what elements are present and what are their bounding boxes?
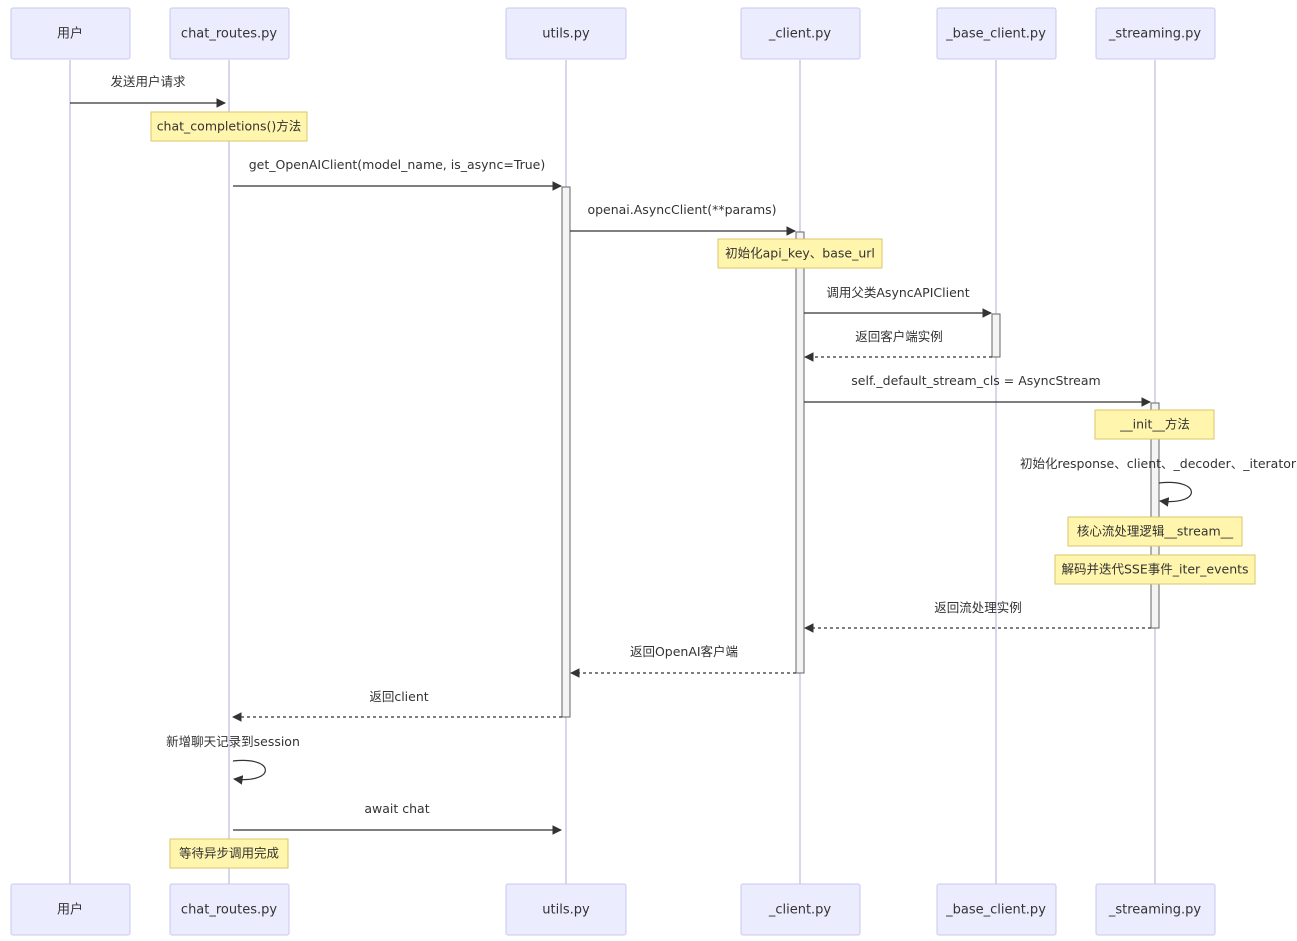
note-init-api-key: 初始化api_key、base_url	[717, 238, 883, 269]
message-add-chat-record-self: 新增聊天记录到session	[166, 734, 300, 785]
note-chat-completions-label: chat_completions()方法	[157, 119, 302, 134]
activation-utils	[561, 186, 571, 718]
message-async-client: openai.AsyncClient(**params)	[570, 202, 796, 236]
note-await-complete: 等待异步调用完成	[169, 838, 289, 869]
participant-client-bottom: _client.py	[740, 883, 861, 936]
message-return-client-label: 返回client	[369, 689, 428, 704]
participant-streaming-bottom: _streaming.py	[1095, 883, 1216, 936]
participant-user-bottom-label: 用户	[57, 902, 83, 918]
participant-chat-routes-bottom: chat_routes.py	[169, 883, 290, 936]
participant-user-bottom: 用户	[10, 883, 131, 936]
participant-streaming-bottom-label: _streaming.py	[1108, 903, 1202, 918]
message-init-streaming-self-arrow	[1158, 481, 1192, 507]
message-return-client-instance-label: 返回客户端实例	[855, 329, 943, 344]
note-init-api-key-label: 初始化api_key、base_url	[725, 246, 875, 261]
message-send-request-label: 发送用户请求	[110, 74, 186, 89]
participant-user-label: 用户	[57, 26, 83, 42]
participant-streaming-label: _streaming.py	[1108, 27, 1202, 42]
message-call-parent-label: 调用父类AsyncAPIClient	[826, 285, 969, 300]
message-return-stream-instance: 返回流处理实例	[804, 600, 1151, 633]
message-add-chat-record-self-label: 新增聊天记录到session	[166, 734, 300, 749]
participant-chat-routes-label: chat_routes.py	[181, 27, 277, 42]
message-return-client: 返回client	[232, 689, 562, 722]
participant-client-bottom-label: _client.py	[768, 903, 832, 918]
note-core-stream: 核心流处理逻辑__stream__	[1067, 516, 1243, 547]
note-init-method-label: __init__方法	[1119, 417, 1190, 432]
message-add-chat-record-self-arrow	[232, 759, 266, 785]
participant-client: _client.py	[740, 7, 861, 60]
message-return-openai-client: 返回OpenAI客户端	[570, 644, 796, 678]
participant-base-client-bottom: _base_client.py	[936, 883, 1057, 936]
activations	[561, 186, 1160, 718]
participant-chat-routes-bottom-label: chat_routes.py	[181, 903, 277, 918]
message-return-stream-instance-label: 返回流处理实例	[934, 600, 1022, 615]
note-iter-events: 解码并迭代SSE事件_iter_events	[1054, 554, 1256, 585]
message-return-client-instance: 返回客户端实例	[804, 329, 992, 362]
note-await-complete-label: 等待异步调用完成	[179, 846, 279, 861]
participant-user: 用户	[10, 7, 131, 60]
message-await-chat: await chat	[233, 801, 562, 835]
note-core-stream-label: 核心流处理逻辑__stream__	[1077, 524, 1234, 539]
lifelines	[69, 60, 1156, 884]
message-call-parent: 调用父类AsyncAPIClient	[804, 285, 992, 318]
participants-top: 用户 chat_routes.py utils.py _client.py _b…	[10, 7, 1216, 60]
note-chat-completions: chat_completions()方法	[150, 111, 308, 142]
participant-utils-label: utils.py	[542, 27, 590, 42]
message-await-chat-label: await chat	[364, 801, 429, 816]
participant-base-client-label: _base_client.py	[945, 27, 1046, 42]
messages: 发送用户请求 get_OpenAIClient(model_name, is_a…	[70, 74, 1297, 835]
message-get-openai-client: get_OpenAIClient(model_name, is_async=Tr…	[233, 157, 562, 191]
participant-utils-bottom: utils.py	[505, 883, 627, 936]
note-init-method: __init__方法	[1094, 409, 1215, 440]
message-async-client-label: openai.AsyncClient(**params)	[587, 202, 776, 217]
message-init-streaming-self: 初始化response、client、_decoder、_iterator	[1020, 456, 1297, 507]
message-default-stream-cls: self._default_stream_cls = AsyncStream	[804, 373, 1151, 407]
participant-chat-routes: chat_routes.py	[169, 7, 290, 60]
notes: chat_completions()方法 初始化api_key、base_url…	[150, 111, 1256, 869]
message-get-openai-client-label: get_OpenAIClient(model_name, is_async=Tr…	[249, 157, 546, 172]
message-default-stream-cls-label: self._default_stream_cls = AsyncStream	[851, 373, 1100, 388]
participant-base-client: _base_client.py	[936, 7, 1057, 60]
message-init-streaming-self-label: 初始化response、client、_decoder、_iterator	[1020, 456, 1297, 471]
activation-streaming	[1150, 402, 1160, 629]
participants-bottom: 用户 chat_routes.py utils.py _client.py _b…	[10, 883, 1216, 936]
participant-streaming: _streaming.py	[1095, 7, 1216, 60]
participant-client-label: _client.py	[768, 27, 832, 42]
message-send-request: 发送用户请求	[70, 74, 226, 108]
participant-utils: utils.py	[505, 7, 627, 60]
activation-client	[795, 231, 805, 674]
note-iter-events-label: 解码并迭代SSE事件_iter_events	[1061, 562, 1248, 577]
message-return-openai-client-label: 返回OpenAI客户端	[630, 644, 738, 659]
participant-utils-bottom-label: utils.py	[542, 903, 590, 918]
activation-base-client	[991, 313, 1001, 358]
participant-base-client-bottom-label: _base_client.py	[945, 903, 1046, 918]
